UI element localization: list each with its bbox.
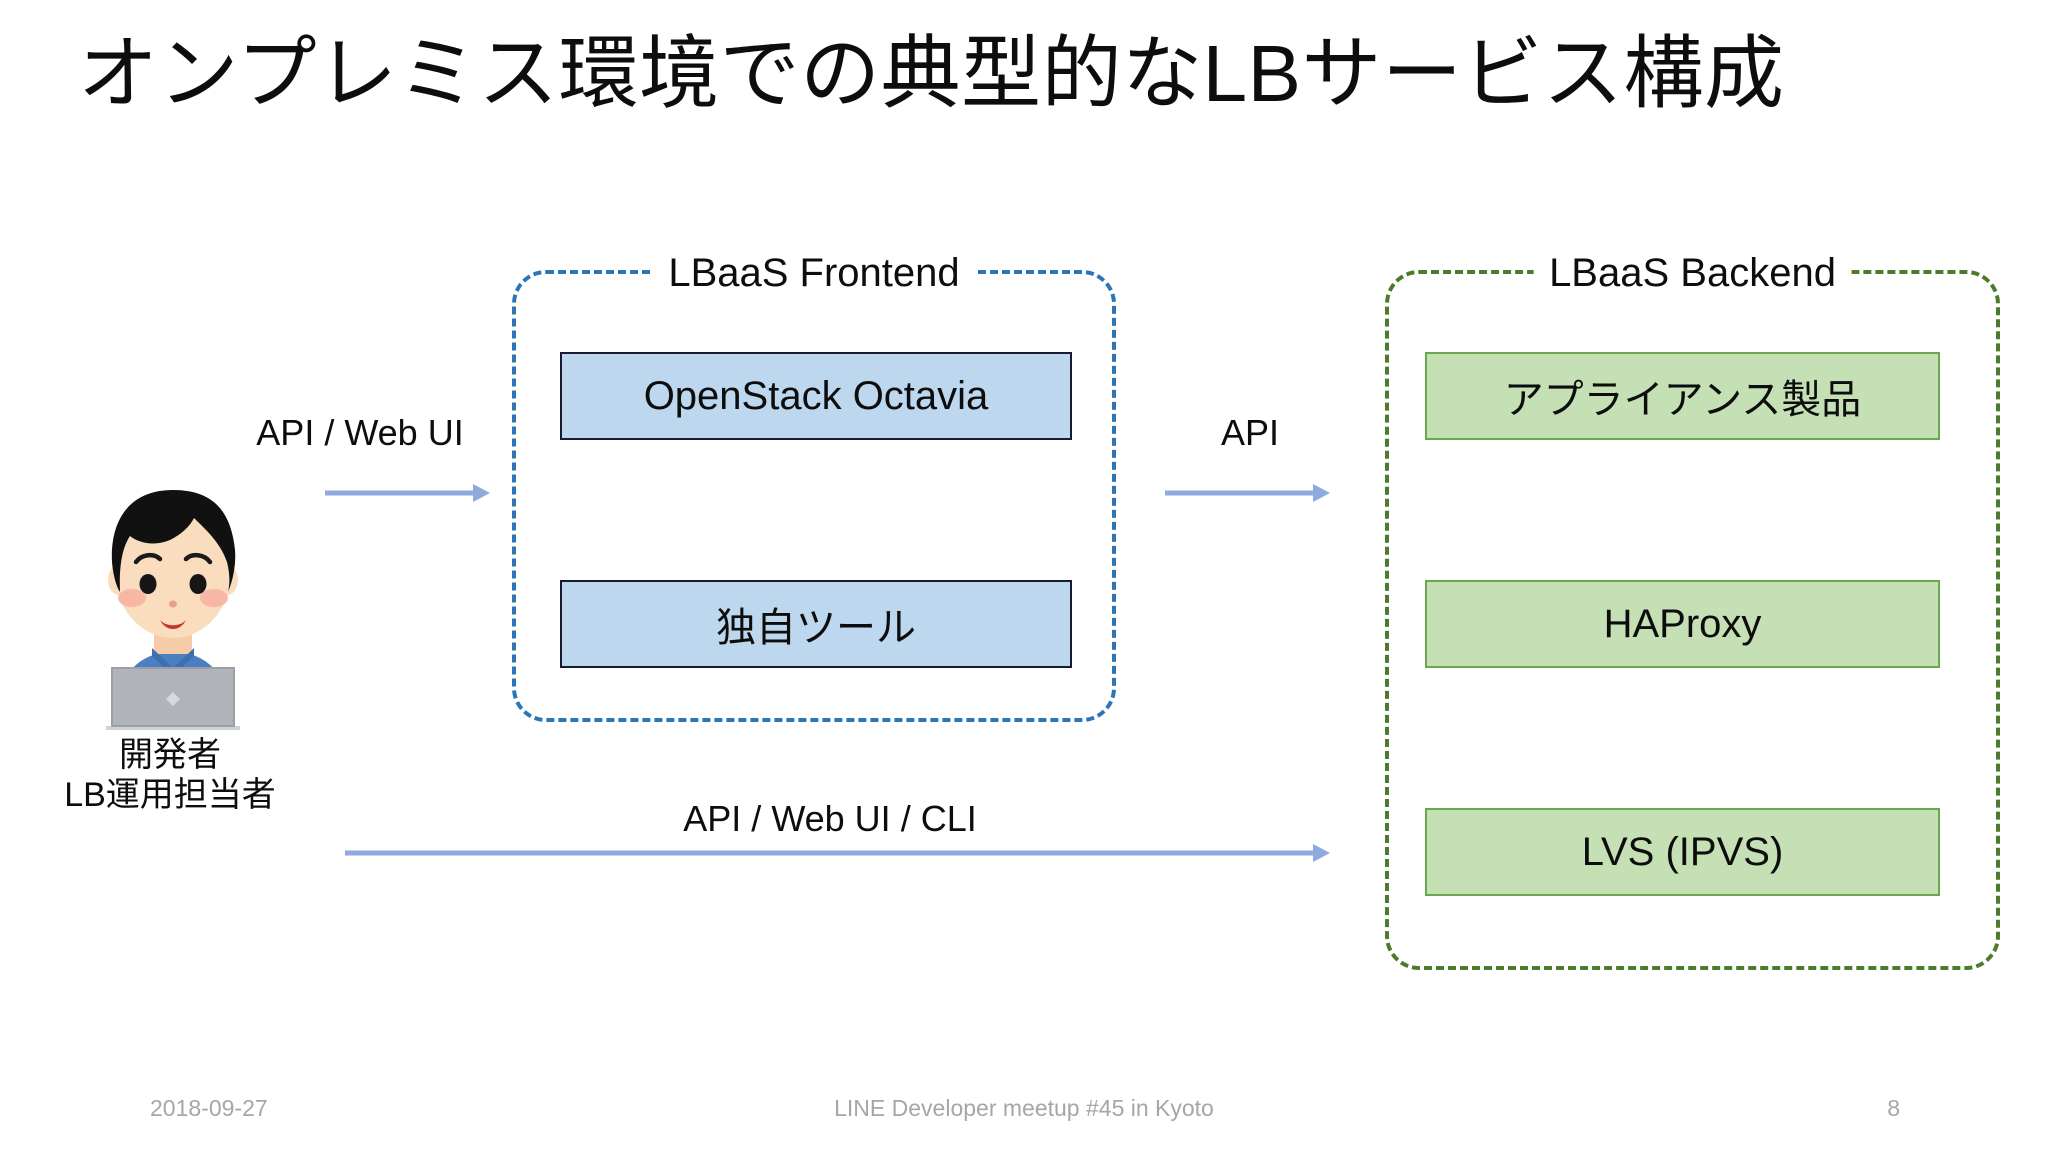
footer-page-number: 8 [1887,1095,1900,1121]
group-label-backend: LBaaS Backend [1533,241,1852,305]
component-appliance-product[interactable]: アプライアンス製品 [1425,352,1940,440]
group-label-frontend: LBaaS Frontend [652,241,976,305]
arrow-actor-to-frontend [325,482,490,504]
component-openstack-octavia[interactable]: OpenStack Octavia [560,352,1072,440]
component-haproxy[interactable]: HAProxy [1425,580,1940,668]
arrow-actor-to-backend [345,842,1330,864]
group-lbaas-frontend: LBaaS Frontend [512,241,1116,722]
arrow-label-api-webui-cli: API / Web UI / CLI [683,798,977,839]
arrow-frontend-to-backend [1165,482,1330,504]
arrow-label-api-webui: API / Web UI [256,412,464,453]
slide-footer: 2018-09-27 LINE Developer meetup #45 in … [0,1095,2048,1135]
developer-illustration [78,470,268,730]
page-title: オンプレミス環境での典型的なLBサービス構成 [78,29,1785,118]
developer-label-line1: 開発者 [119,736,221,774]
component-lvs-ipvs[interactable]: LVS (IPVS) [1425,808,1940,896]
footer-event-name: LINE Developer meetup #45 in Kyoto [834,1095,1214,1121]
person-with-laptop-icon [106,490,240,730]
developer-label-line2: LB運用担当者 [64,776,276,815]
component-custom-tool[interactable]: 独自ツール [560,580,1072,668]
developer-label: 開発者 LB運用担当者 [10,735,330,815]
group-lbaas-backend: LBaaS Backend [1385,241,2000,970]
arrow-label-api: API [1220,412,1280,453]
footer-date: 2018-09-27 [150,1095,268,1121]
